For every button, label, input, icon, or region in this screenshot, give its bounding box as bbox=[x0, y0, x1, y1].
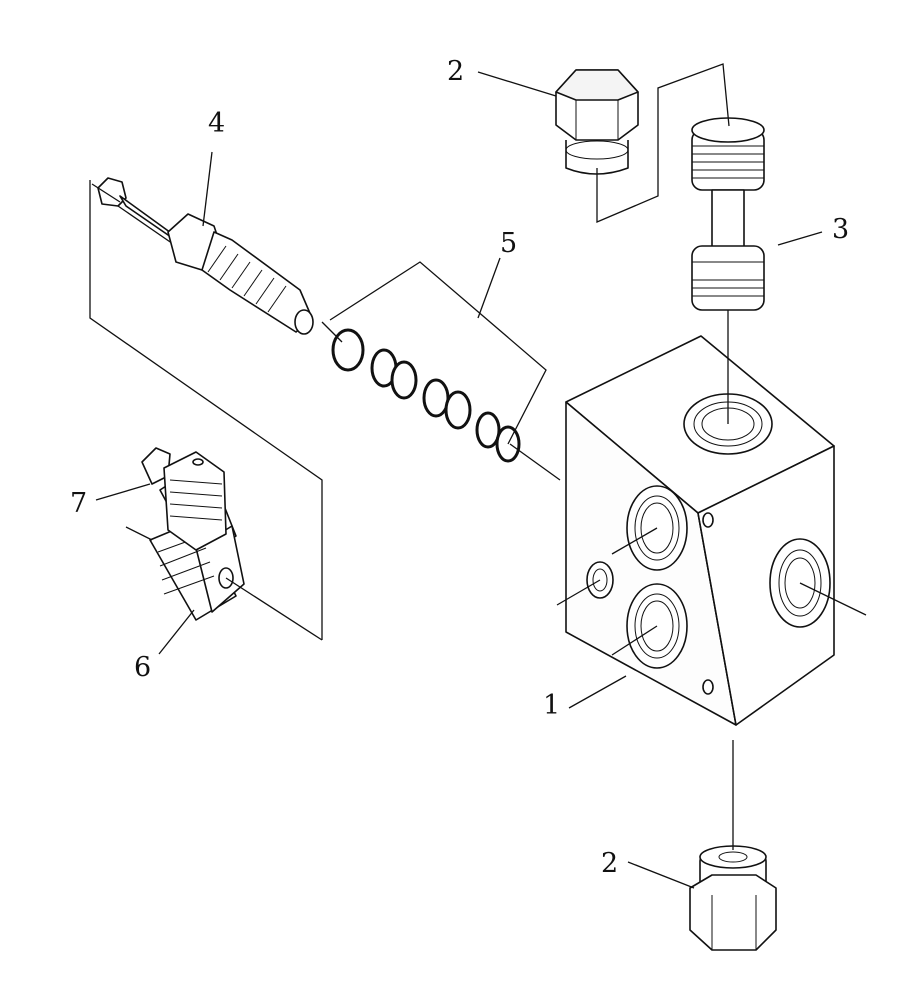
pilot-spool bbox=[691, 117, 765, 311]
callout-2-top: 2 bbox=[447, 56, 464, 87]
connector bbox=[141, 447, 227, 551]
callout-6: 6 bbox=[134, 652, 151, 683]
seal-kit bbox=[329, 261, 547, 463]
cartridge-valve bbox=[97, 177, 314, 335]
plug-bottom bbox=[689, 845, 777, 951]
callout-1: 1 bbox=[543, 690, 560, 721]
callout-5: 5 bbox=[500, 228, 517, 259]
callout-4: 4 bbox=[208, 108, 225, 139]
plug-top bbox=[555, 69, 639, 175]
callout-3: 3 bbox=[832, 214, 849, 245]
leader-lines bbox=[89, 63, 867, 889]
valve-block bbox=[565, 335, 835, 726]
callout-7: 7 bbox=[70, 488, 87, 519]
callout-2-bottom: 2 bbox=[601, 848, 618, 879]
